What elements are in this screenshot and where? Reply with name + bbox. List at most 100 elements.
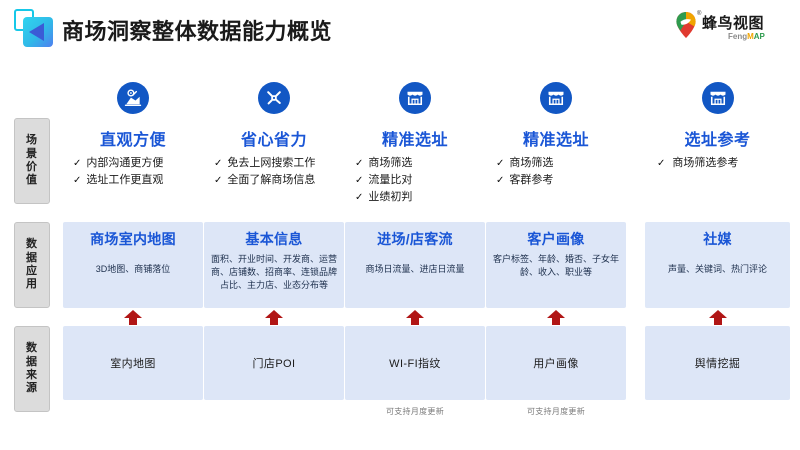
page-title: 商场洞察整体数据能力概览: [62, 19, 333, 44]
column-basic-info: 省心省力 ✓ 免去上网搜索工作 ✓ 全面了解商场信息 基本信息 面积、开业时间、开发…: [204, 0, 344, 450]
check-icon: ✓: [73, 158, 82, 169]
column-customer-profile: 精准选址 ✓ 商场筛选 ✓ 客群参考 客户画像 客户标签、年龄、婚否、子女年龄、收入…: [486, 0, 626, 450]
value-list-item: ✓ 客群参考: [496, 172, 626, 189]
up-arrow-icon: [708, 310, 727, 325]
up-arrow-icon: [406, 310, 424, 325]
header: 商场洞察整体数据能力概览 ® 蜂鸟视图 FengMAP: [0, 0, 800, 58]
value-list: ✓ 免去上网搜索工作 ✓ 全面了解商场信息: [204, 155, 344, 189]
value-item-label: 全面了解商场信息: [227, 174, 316, 187]
value-item-label: 选址工作更直观: [86, 174, 164, 187]
value-list: ✓ 商场筛选 ✓ 客群参考: [486, 155, 626, 189]
value-title: 直观方便: [99, 132, 166, 149]
value-list-item: ✓ 商场筛选参考: [657, 155, 790, 172]
up-arrow-icon: [547, 310, 565, 325]
value-item-label: 客群参考: [509, 174, 554, 187]
value-block: 精准选址 ✓ 商场筛选 ✓ 客群参考: [486, 82, 626, 189]
check-icon: ✓: [73, 175, 82, 187]
value-block: 直观方便 ✓内部沟通更方便 ✓ 选址工作更直观: [63, 82, 203, 189]
application-box: 商场室内地图 3D地图、商铺落位: [63, 222, 203, 308]
application-desc: 3D地图、商铺落位: [95, 264, 171, 274]
value-list: ✓ 商场筛选 ✓ 流量比对 ✓ 业绩初判: [345, 155, 485, 206]
value-list-item: ✓ 免去上网搜索工作: [214, 155, 344, 172]
application-title: 客户画像: [527, 231, 585, 247]
check-icon: ✓: [355, 175, 364, 187]
source-box: 门店POI: [204, 326, 344, 400]
row-label-text: 场景价值: [26, 134, 38, 187]
source-label: 门店POI: [252, 358, 296, 370]
value-list-item: ✓ 选址工作更直观: [73, 172, 203, 189]
up-arrow-icon: [124, 310, 142, 325]
compass-tool-icon: [258, 82, 290, 114]
logo-en-part2: M: [747, 32, 754, 41]
value-title: 精准选址: [381, 132, 448, 149]
application-box: 进场/店客流 商场日流量、进店日流量: [345, 222, 485, 308]
location-search-pin-icon: [117, 82, 149, 114]
source-label: 室内地图: [110, 358, 156, 370]
logo-cn-name: 蜂鸟视图: [702, 15, 765, 32]
source-box: WI-FI指纹: [345, 326, 485, 400]
up-arrow-icon: [265, 310, 283, 325]
value-block: 精准选址 ✓ 商场筛选 ✓ 流量比对 ✓ 业绩初判: [345, 82, 485, 206]
source-label: 舆情挖掘: [694, 358, 741, 370]
value-item-label: 商场筛选参考: [672, 157, 739, 169]
value-list: ✓内部沟通更方便 ✓ 选址工作更直观: [63, 155, 203, 189]
source-box: 室内地图: [63, 326, 203, 400]
row-label-data-source: 数据来源: [14, 326, 50, 412]
application-title: 商场室内地图: [90, 231, 176, 247]
application-title: 进场/店客流: [377, 231, 453, 247]
value-list-item: ✓内部沟通更方便: [73, 155, 203, 172]
column-social-media: 选址参考 ✓ 商场筛选参考 社媒 声量、关键词、热门评论 舆情挖掘: [645, 0, 790, 450]
storefront-icon: [540, 82, 572, 114]
storefront-icon: [399, 82, 431, 114]
application-title: 社媒: [703, 231, 732, 247]
row-label-text: 数据来源: [26, 342, 38, 395]
value-title: 精准选址: [522, 132, 589, 149]
value-item-label: 业绩初判: [368, 191, 413, 204]
value-item-label: 免去上网搜索工作: [227, 157, 316, 169]
value-item-label: 流量比对: [368, 174, 413, 187]
storefront-icon: [701, 82, 734, 114]
logo-en-part1: Feng: [728, 32, 748, 41]
source-note: 可支持月度更新: [526, 407, 586, 416]
check-icon: ✓: [214, 158, 223, 169]
application-desc: 声量、关键词、热门评论: [667, 264, 767, 274]
check-icon: ✓: [657, 158, 666, 169]
source-box: 用户画像: [486, 326, 626, 400]
source-label: 用户画像: [533, 358, 579, 370]
value-list-item: ✓ 商场筛选: [355, 155, 485, 172]
application-title: 基本信息: [245, 231, 303, 247]
application-desc: 面积、开业时间、开发商、运营商、店铺数、招商率、连锁品牌占比、主力店、业态分布等: [210, 254, 337, 290]
fengmap-cube-icon: [14, 9, 56, 49]
application-desc: 客户标签、年龄、婚否、子女年龄、收入、职业等: [492, 254, 619, 277]
check-icon: ✓: [355, 192, 364, 204]
logo-en-part3: AP: [753, 32, 765, 41]
location-pin-icon: [676, 12, 696, 38]
source-box: 舆情挖掘: [645, 326, 790, 400]
value-list: ✓ 商场筛选参考: [645, 155, 790, 172]
registered-mark: ®: [697, 11, 702, 17]
row-label-text: 数据应用: [26, 238, 38, 291]
column-foot-traffic: 精准选址 ✓ 商场筛选 ✓ 流量比对 ✓ 业绩初判 进场/店客流 商场日流量、进店日流…: [345, 0, 485, 450]
value-title: 省心省力: [240, 132, 307, 149]
value-item-label: 商场筛选: [509, 157, 554, 169]
row-label-scenario-value: 场景价值: [14, 118, 50, 204]
check-icon: ✓: [214, 175, 223, 187]
source-label: WI-FI指纹: [389, 358, 441, 370]
company-logo: ® 蜂鸟视图 FengMAP: [676, 10, 786, 48]
column-indoor-map: 直观方便 ✓内部沟通更方便 ✓选址工作更直观 商场室内地图 3D地图、商铺落位 …: [63, 0, 203, 450]
check-icon: ✓: [496, 175, 505, 187]
application-box: 基本信息 面积、开业时间、开发商、运营商、店铺数、招商率、连锁品牌占比、主力店、…: [204, 222, 344, 308]
value-title: 选址参考: [684, 132, 751, 149]
source-note: 可支持月度更新: [385, 407, 445, 416]
value-block: 选址参考 ✓ 商场筛选参考: [645, 82, 790, 172]
application-box: 社媒 声量、关键词、热门评论: [645, 222, 790, 308]
row-label-data-application: 数据应用: [14, 222, 50, 308]
value-item-label: 商场筛选: [368, 157, 413, 169]
application-box: 客户画像 客户标签、年龄、婚否、子女年龄、收入、职业等: [486, 222, 626, 308]
logo-en-name: FengMAP: [728, 32, 765, 41]
check-icon: ✓: [355, 158, 364, 169]
value-block: 省心省力 ✓ 免去上网搜索工作 ✓ 全面了解商场信息: [204, 82, 344, 189]
application-desc: 商场日流量、进店日流量: [365, 264, 465, 274]
value-list-item: ✓ 流量比对: [355, 172, 485, 189]
